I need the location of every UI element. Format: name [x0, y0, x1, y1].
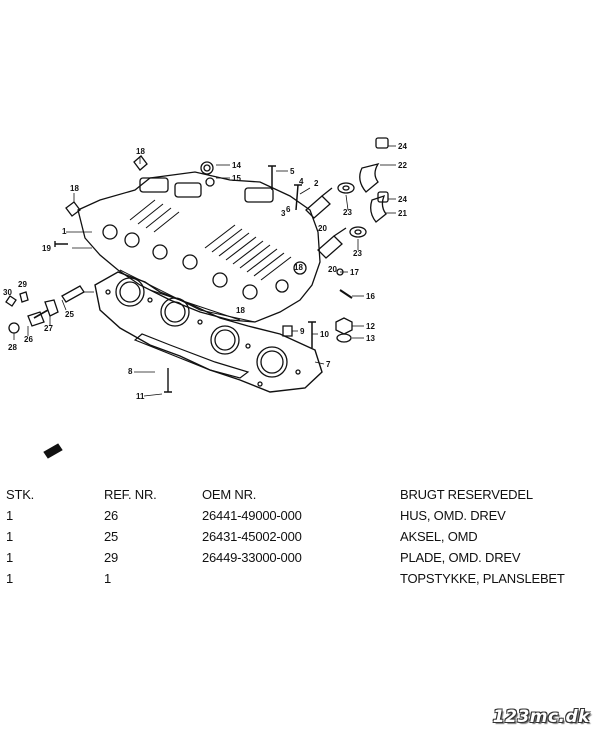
- cylinder-head: [77, 171, 321, 323]
- callout-30: 30: [3, 288, 12, 297]
- cell-part-name: PLADE, OMD. DREV: [400, 550, 521, 565]
- cell-qty: 1: [6, 508, 14, 523]
- callout-23a: 23: [343, 208, 352, 217]
- callout-15: 15: [232, 174, 241, 183]
- callout-17: 17: [350, 268, 359, 277]
- header-ref-nr: REF. NR.: [104, 487, 157, 502]
- spark-plugs: [305, 187, 347, 259]
- callout-18c: 18: [294, 263, 303, 272]
- table-row: 1 25 26431-45002-000 AKSEL, OMD: [6, 526, 586, 547]
- header-oem-nr: OEM NR.: [202, 487, 257, 502]
- callout-6: 6: [286, 205, 291, 214]
- cell-qty: 1: [6, 529, 14, 544]
- callout-3: 3: [281, 209, 286, 218]
- callout-22: 22: [398, 161, 407, 170]
- callout-25: 25: [65, 310, 74, 319]
- callout-28: 28: [8, 343, 17, 352]
- cell-oem-nr: 26449-33000-000: [202, 550, 302, 565]
- cell-qty: 1: [6, 550, 14, 565]
- parts-table: STK. REF. NR. OEM NR. BRUGT RESERVEDEL 1…: [6, 484, 586, 589]
- cell-part-name: HUS, OMD. DREV: [400, 508, 506, 523]
- table-row: 1 1 TOPSTYKKE, PLANSLEBET: [6, 568, 586, 589]
- callout-1: 1: [62, 227, 67, 236]
- cell-part-name: TOPSTYKKE, PLANSLEBET: [400, 571, 565, 586]
- header-qty: STK.: [6, 487, 35, 502]
- cell-oem-nr: 26441-49000-000: [202, 508, 302, 523]
- cell-oem-nr: 26431-45002-000: [202, 529, 302, 544]
- callout-27: 27: [44, 324, 53, 333]
- head-gasket: [94, 271, 323, 393]
- callout-24a: 24: [398, 142, 407, 151]
- callout-16: 16: [366, 292, 375, 301]
- cell-ref-nr: 26: [104, 508, 119, 523]
- callout-labels: 1 2 3 4 5 6 7 8 9 10 11 12 13 14 15 16 1…: [3, 142, 407, 401]
- callout-2: 2: [314, 179, 319, 188]
- callout-8: 8: [128, 367, 133, 376]
- callout-20b: 20: [328, 265, 337, 274]
- table-header-row: STK. REF. NR. OEM NR. BRUGT RESERVEDEL: [6, 484, 586, 505]
- cell-part-name: AKSEL, OMD: [400, 529, 478, 544]
- callout-14: 14: [232, 161, 241, 170]
- callout-5: 5: [290, 167, 295, 176]
- callout-7: 7: [326, 360, 331, 369]
- cell-ref-nr: 25: [104, 529, 119, 544]
- callout-18b: 18: [70, 184, 79, 193]
- callout-19: 19: [42, 244, 51, 253]
- callout-26: 26: [24, 335, 33, 344]
- callout-13: 13: [366, 334, 375, 343]
- cell-qty: 1: [6, 571, 14, 586]
- exploded-parts-diagram: 1 2 3 4 5 6 7 8 9 10 11 12 13 14 15 16 1…: [3, 137, 407, 459]
- callout-11: 11: [136, 392, 145, 401]
- cell-ref-nr: 29: [104, 550, 119, 565]
- callout-20a: 20: [318, 224, 327, 233]
- table-row: 1 26 26441-49000-000 HUS, OMD. DREV: [6, 505, 586, 526]
- header-part-name: BRUGT RESERVEDEL: [400, 487, 533, 502]
- cell-ref-nr: 1: [104, 571, 112, 586]
- cell-oem-nr: [202, 568, 400, 589]
- callout-21: 21: [398, 209, 407, 218]
- callout-24b: 24: [398, 195, 407, 204]
- callout-18d: 18: [236, 306, 245, 315]
- callout-18a: 18: [136, 147, 145, 156]
- watermark-logo: 123mc.dk: [492, 707, 590, 727]
- callout-9: 9: [300, 327, 305, 336]
- callout-29: 29: [18, 280, 27, 289]
- callout-10: 10: [320, 330, 329, 339]
- callout-12: 12: [366, 322, 375, 331]
- callout-4: 4: [299, 177, 304, 186]
- callout-23b: 23: [353, 249, 362, 258]
- table-row: 1 29 26449-33000-000 PLADE, OMD. DREV: [6, 547, 586, 568]
